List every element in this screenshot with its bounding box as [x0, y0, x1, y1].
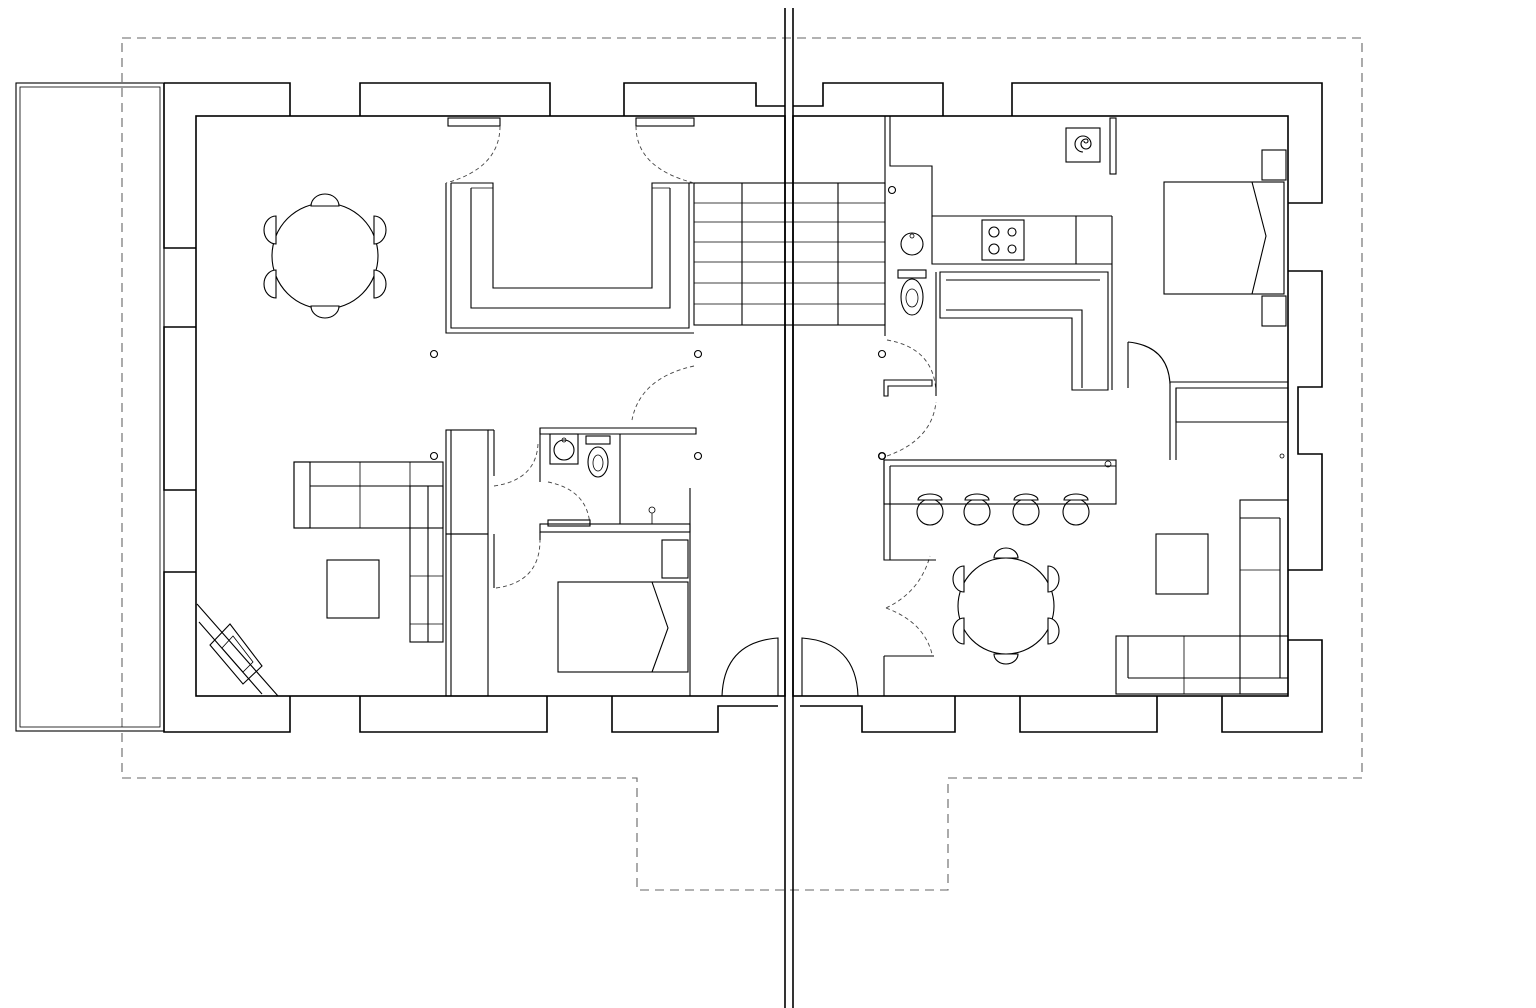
door-swings [445, 125, 937, 655]
party-wall [784, 8, 794, 1008]
sofa-icon [1115, 499, 1289, 695]
toilet-icon [585, 435, 611, 478]
dining-table-round-icon [952, 547, 1060, 665]
windows [447, 117, 1117, 175]
double-bed-icon [1163, 149, 1287, 327]
coffee-table-icon [1155, 533, 1209, 595]
balcony [15, 82, 165, 732]
dining-table-round-icon [263, 193, 387, 319]
columns [429, 185, 897, 461]
partition-stub [883, 655, 934, 696]
boiler-icon [1065, 127, 1101, 163]
shower-drain [648, 506, 656, 524]
coffee-table-icon [326, 559, 380, 619]
wardrobe-right [1169, 381, 1289, 460]
double-bed-icon [557, 539, 689, 673]
fireplace-icon [196, 603, 279, 697]
washbasin-icon [549, 433, 579, 465]
toilet-icon [897, 269, 927, 316]
washbasin-icon [900, 232, 924, 256]
cooktop-icon [981, 219, 1025, 261]
bar-stool-icon [916, 493, 1090, 526]
sofa-icon [293, 461, 444, 643]
entry-doors [721, 341, 1171, 697]
staircase-center [693, 182, 886, 326]
wardrobe [445, 429, 495, 697]
kitchen-walls [883, 116, 1113, 397]
staircase-left [445, 182, 694, 334]
bathroom-left [539, 427, 697, 696]
roof-outline-dashed [121, 37, 1363, 891]
bar-counter [878, 452, 1117, 561]
exterior-walls-left [163, 82, 786, 733]
